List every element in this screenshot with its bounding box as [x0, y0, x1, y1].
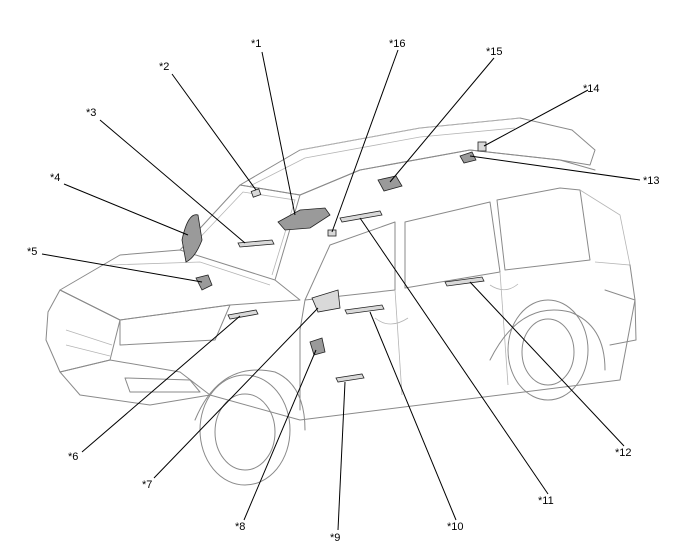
component-5-bracket	[195, 274, 213, 291]
leader-12	[469, 281, 625, 447]
leader-4	[63, 183, 189, 236]
leader-6	[81, 315, 241, 453]
component-1-overhead-console	[277, 207, 331, 231]
component-12-door-strip	[444, 276, 485, 287]
leader-9	[337, 381, 346, 531]
component-16-clip	[327, 229, 337, 237]
leader-2	[171, 73, 257, 191]
callout-label-3: *3	[86, 107, 96, 119]
callout-label-8: *8	[235, 521, 245, 533]
component-11-pillar-strip	[339, 210, 383, 223]
callout-label-12: *12	[615, 447, 632, 459]
leader-15	[389, 57, 495, 183]
callout-label-11: *11	[538, 495, 554, 507]
callout-labels: *1 *2 *3 *4 *5 *6 *7 *8 *9 *10 *11 *12 *…	[27, 38, 660, 544]
leader-5	[41, 253, 203, 283]
component-6-scuff-plate	[227, 309, 259, 320]
component-4-inside-mirror	[181, 214, 203, 263]
callout-label-7: *7	[142, 479, 152, 491]
component-3-dash-strip	[237, 239, 275, 248]
leader-11	[359, 217, 549, 495]
vehicle-outline	[45, 117, 637, 486]
component-10-door-strip	[344, 304, 385, 315]
leader-7	[153, 307, 319, 479]
leader-14	[483, 89, 589, 147]
leader-lines	[41, 49, 641, 531]
component-7-outside-mirror	[311, 289, 341, 313]
leader-16	[331, 49, 399, 233]
leader-1	[261, 51, 296, 216]
callout-label-13: *13	[643, 175, 660, 187]
leader-3	[99, 119, 246, 244]
component-9-scuff-plate	[335, 373, 365, 383]
callout-label-6: *6	[68, 451, 78, 463]
callout-label-1: *1	[251, 38, 261, 50]
callout-label-15: *15	[486, 46, 503, 58]
callout-label-9: *9	[330, 532, 340, 544]
callout-label-2: *2	[159, 61, 169, 73]
callout-label-4: *4	[50, 172, 60, 184]
components	[181, 141, 487, 383]
callout-label-14: *14	[583, 83, 600, 95]
component-15-dome-lamp	[377, 175, 403, 192]
leader-13	[469, 155, 641, 181]
leader-10	[369, 311, 457, 521]
component-13-bracket	[459, 151, 477, 164]
callout-label-10: *10	[447, 521, 464, 533]
callout-label-16: *16	[389, 38, 406, 50]
component-2-sensor	[250, 188, 262, 198]
component-8-module	[309, 337, 326, 356]
component-14-block	[477, 141, 487, 152]
leader-8	[243, 349, 317, 521]
callout-label-5: *5	[27, 246, 37, 258]
